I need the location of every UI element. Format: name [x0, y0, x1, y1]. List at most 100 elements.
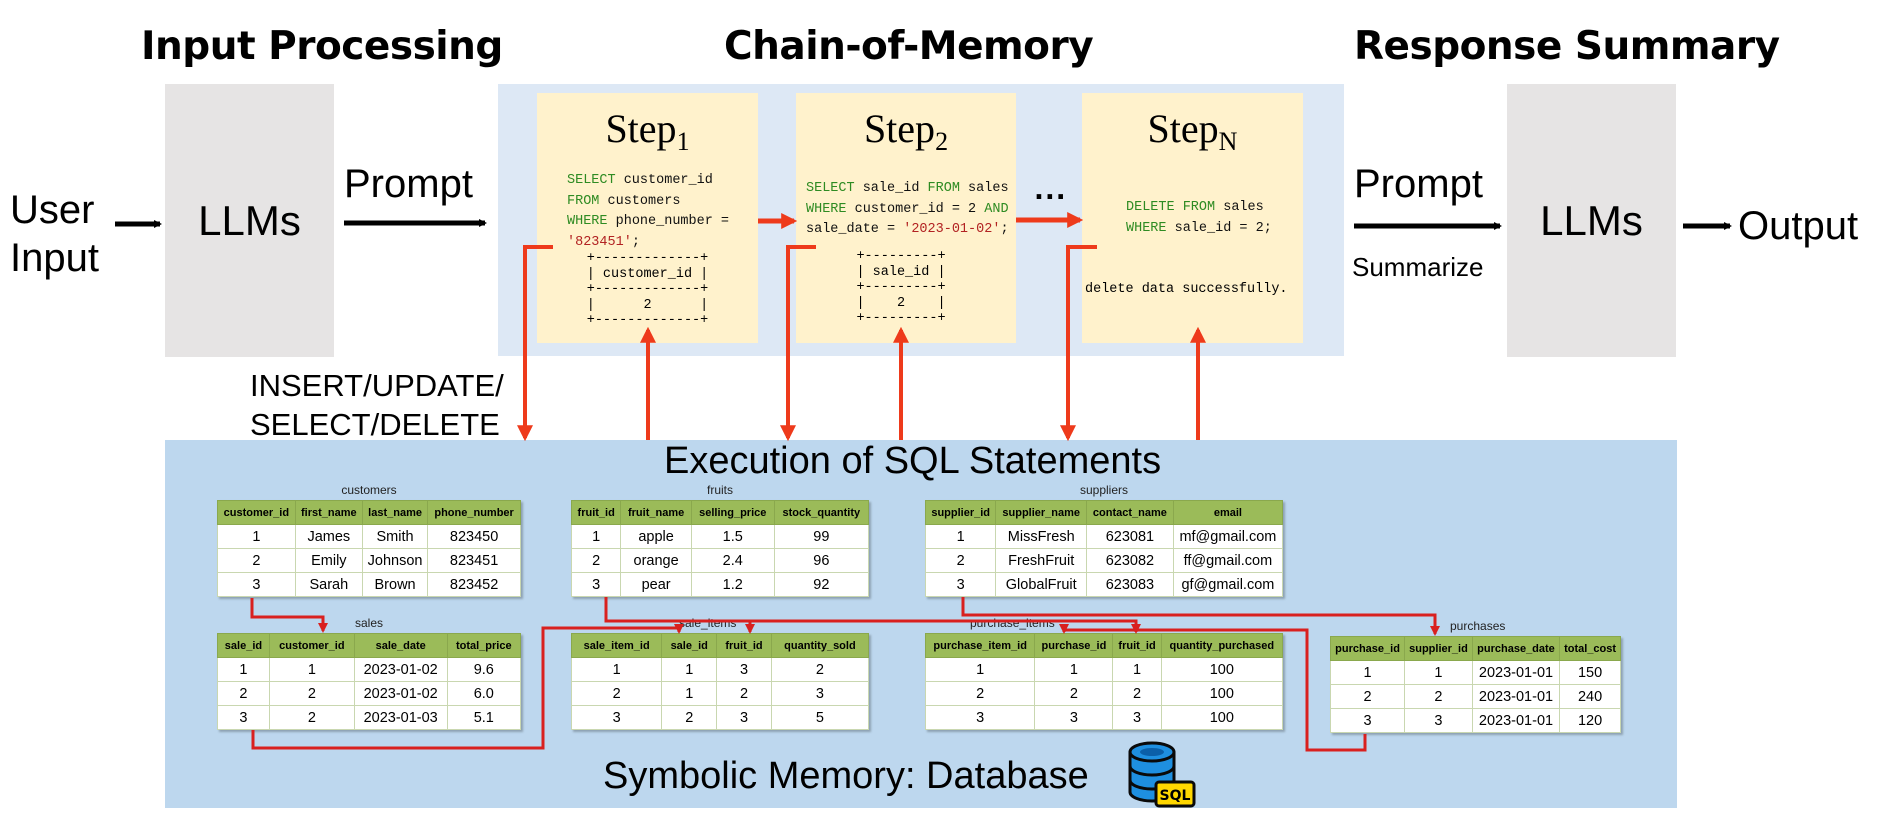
table-cell: 2	[924, 548, 997, 573]
column-header: stock_quantity	[773, 500, 870, 525]
table-name: sales	[354, 616, 383, 630]
result-line: +---------+	[856, 280, 946, 295]
table-cell: 2023-01-02	[353, 657, 448, 682]
column-header: total_price	[446, 633, 522, 658]
table-cell: Smith	[361, 524, 429, 549]
database-sql-icon: SQL	[1128, 741, 1196, 808]
step-2-result: +---------+| sale_id |+---------+| 2 |+-…	[786, 249, 1016, 327]
sql-token-plain: sale_date =	[806, 222, 904, 237]
table-cell: 92	[773, 572, 870, 597]
summary-prompt-label: Prompt	[1354, 162, 1483, 206]
result-line: +---------+	[856, 249, 946, 264]
column-header: total_cost	[1559, 636, 1621, 661]
table-cell: 1	[1112, 657, 1162, 682]
svg-text:SQL: SQL	[1160, 788, 1191, 804]
table-cell: 2	[924, 681, 1036, 706]
table-cell: 3	[924, 705, 1036, 730]
table-cell: 2023-01-01	[1471, 708, 1561, 733]
sql-token-keyword: WHERE	[1126, 220, 1167, 236]
table-cell: Brown	[361, 572, 429, 597]
user-input-label: User Input	[10, 186, 99, 282]
table-cell: pear	[620, 572, 692, 597]
column-header: purchase_id	[1329, 636, 1406, 661]
table-cell: 2.4	[690, 548, 775, 573]
table-cell: 150	[1559, 660, 1621, 685]
heading-response-summary: Response Summary	[1354, 24, 1780, 69]
table-cell: 100	[1160, 681, 1284, 706]
sql-line: SELECT sale_id FROM sales	[806, 179, 1009, 200]
user-input-line2: Input	[10, 236, 99, 280]
sql-token-plain: ;	[631, 234, 640, 250]
table-cell: 1	[1329, 660, 1406, 685]
sql-token-keyword: DELETE FROM	[1126, 200, 1216, 215]
summarize-label: Summarize	[1352, 252, 1484, 282]
column-header: customer_id	[217, 500, 296, 525]
table-cell: Emily	[294, 548, 363, 573]
table-cell: 9.6	[446, 657, 522, 682]
table-cell: 2	[1034, 681, 1114, 706]
table-cell: 3	[217, 705, 270, 730]
sql-token-string: '823451'	[567, 234, 632, 250]
table-cell: 3	[716, 705, 772, 730]
table-cell: GlobalFruit	[995, 572, 1088, 597]
table-cell: 1	[217, 657, 270, 682]
sql-token-plain: customers	[599, 193, 681, 209]
column-header: fruit_id	[1112, 633, 1162, 658]
sql-token-keyword: AND	[984, 201, 1009, 217]
sql-token-keyword: SELECT	[567, 173, 616, 188]
step-title-2: Step2	[863, 106, 949, 156]
table-cell: 2023-01-03	[353, 705, 448, 730]
sql-token-plain: customer_id	[615, 173, 713, 188]
sql-token-keyword: WHERE	[567, 214, 608, 229]
column-header: supplier_id	[1404, 636, 1473, 661]
result-line: +---------+	[856, 311, 946, 326]
table-cell: 2023-01-01	[1471, 660, 1561, 685]
table-cell: 623082	[1086, 548, 1174, 573]
table-cell: 240	[1559, 684, 1621, 709]
table-cell: 1	[217, 524, 296, 549]
sql-token-plain: sale_id = 2;	[1166, 220, 1272, 236]
sql-token-keyword: WHERE	[806, 201, 847, 217]
table-cell: 2	[661, 705, 718, 730]
table-cell: 1.5	[690, 524, 775, 549]
sql-line: WHERE sale_id = 2;	[1126, 219, 1272, 240]
column-header: fruit_id	[716, 633, 772, 658]
column-header: sale_date	[353, 633, 448, 658]
table-cell: orange	[620, 548, 692, 573]
table-name: purchase_items	[970, 616, 1055, 630]
step-n-result: delete data successfully.	[1085, 282, 1288, 297]
table-cell: 120	[1559, 708, 1621, 733]
llm-label: LLMs	[198, 196, 301, 244]
table-cell: ff@gmail.com	[1172, 548, 1284, 573]
table-cell: 1	[1034, 657, 1114, 682]
table-cell: 3	[1404, 708, 1473, 733]
table-cell: 3	[570, 572, 622, 597]
execution-title: Execution of SQL Statements	[664, 440, 1162, 482]
table-cell: 96	[773, 548, 870, 573]
table-cell: 1	[924, 524, 997, 549]
sql-token-plain: ;	[1000, 222, 1009, 237]
column-header: purchase_id	[1034, 633, 1114, 658]
table-cell: 2023-01-01	[1471, 684, 1561, 709]
table-cell: 3	[570, 705, 663, 730]
table-cell: 3	[217, 572, 296, 597]
table-cell: 2	[770, 657, 870, 682]
